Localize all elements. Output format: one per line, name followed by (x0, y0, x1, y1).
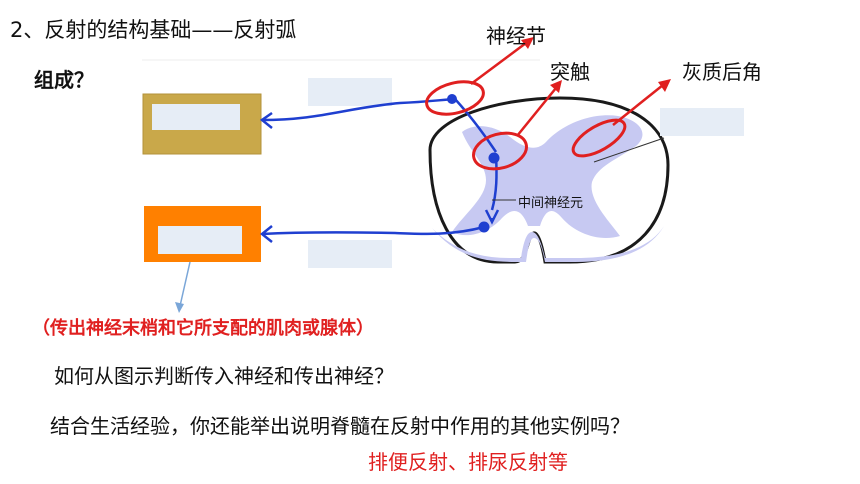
effector-ending (259, 225, 273, 243)
nerve-center-blank (660, 108, 744, 136)
ganglion-label: 神经节 (486, 24, 546, 48)
receptor-blank (152, 104, 240, 130)
interneuron-cell (488, 152, 500, 164)
grey-matter-pointer (593, 137, 665, 163)
receptor-ending (259, 111, 273, 129)
interneuron-label: 中间神经元 (518, 196, 584, 211)
dorsal-horn-arrow (612, 84, 664, 126)
dorsal-horn-highlight (571, 118, 627, 158)
answer-text: 排便反射、排尿反射等 (368, 450, 568, 474)
afferent-nerve (261, 97, 498, 153)
effector-blank (158, 226, 242, 254)
afferent-blank (308, 78, 392, 106)
efferent-nerve (261, 225, 485, 236)
composition-label: 组成？ (34, 68, 94, 92)
effector-note: （传出神经末梢和它所支配的肌肉或腺体） (32, 318, 374, 339)
question-1: 如何从图示判断传入神经和传出神经？ (54, 364, 394, 388)
synapse-label: 突触 (550, 60, 590, 84)
ganglion-arrow (470, 41, 527, 86)
grey-matter (452, 115, 643, 238)
synapse-arrow (516, 87, 557, 137)
efferent-blank (308, 240, 392, 268)
dorsal-horn-label: 灰质后角 (682, 60, 762, 84)
slide-title: 2、反射的结构基础——反射弧 (10, 18, 297, 42)
ganglion-cell (447, 94, 457, 104)
question-2: 结合生活经验，你还能举出说明脊髓在反射中作用的其他实例吗？ (50, 414, 630, 438)
synapse-highlight (472, 131, 528, 171)
effector-arrow (179, 261, 191, 307)
ganglion-highlight (425, 80, 485, 116)
